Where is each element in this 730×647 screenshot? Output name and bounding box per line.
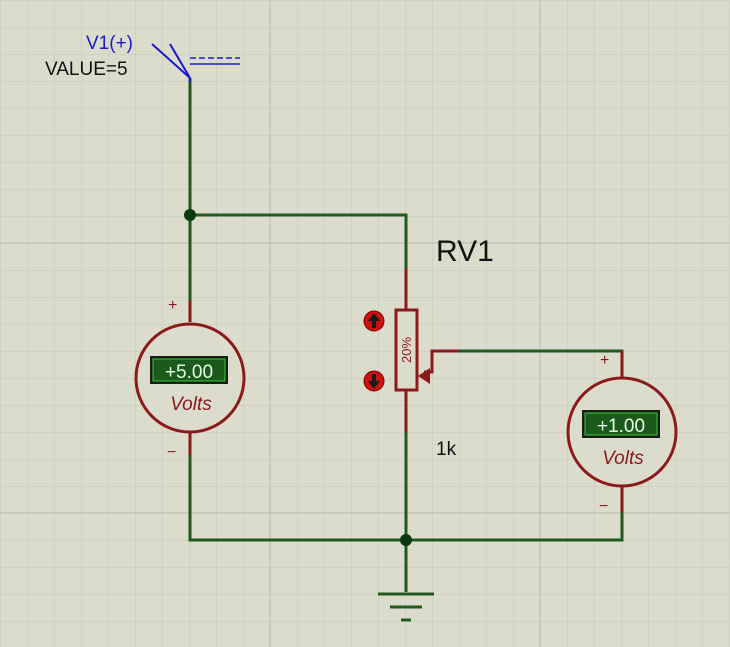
power-terminal[interactable] <box>151 43 240 82</box>
voltmeter-1-reading: +5.00 <box>165 362 213 383</box>
source-name-label: V1(+) <box>86 33 133 54</box>
pot-wiper-percent: 20% <box>399 337 414 363</box>
arrow-up-icon[interactable] <box>363 310 385 332</box>
voltmeter-1-unit: Volts <box>170 394 212 415</box>
potentiometer-rv1[interactable]: 20% <box>394 268 460 432</box>
junction-dot-bottom <box>400 534 412 546</box>
source-value-label: VALUE=5 <box>45 59 128 80</box>
pot-reference-label: RV1 <box>436 235 494 268</box>
voltmeter-2-plus: + <box>600 352 609 369</box>
voltmeter-1-plus: + <box>168 297 177 314</box>
voltmeter-2-unit: Volts <box>602 448 644 469</box>
voltmeter-2-reading: +1.00 <box>597 416 645 437</box>
voltmeter-1-minus: − <box>167 444 176 461</box>
arrow-down-icon[interactable] <box>363 370 385 392</box>
junction-dot-top <box>184 209 196 221</box>
wire-junction-to-pot[interactable] <box>190 213 408 268</box>
voltmeter-2[interactable]: +1.00 Volts + − <box>566 351 678 515</box>
wire-meter2-bottom[interactable] <box>406 512 624 542</box>
ground-symbol[interactable] <box>378 592 434 622</box>
wiper-wire[interactable] <box>460 349 624 353</box>
voltmeter-2-minus: − <box>599 498 608 515</box>
wire-meter1-bottom[interactable] <box>188 455 406 542</box>
voltmeter-1[interactable]: +5.00 Volts + − <box>134 297 246 461</box>
wires <box>188 78 624 592</box>
pot-value-label: 1k <box>436 439 457 460</box>
